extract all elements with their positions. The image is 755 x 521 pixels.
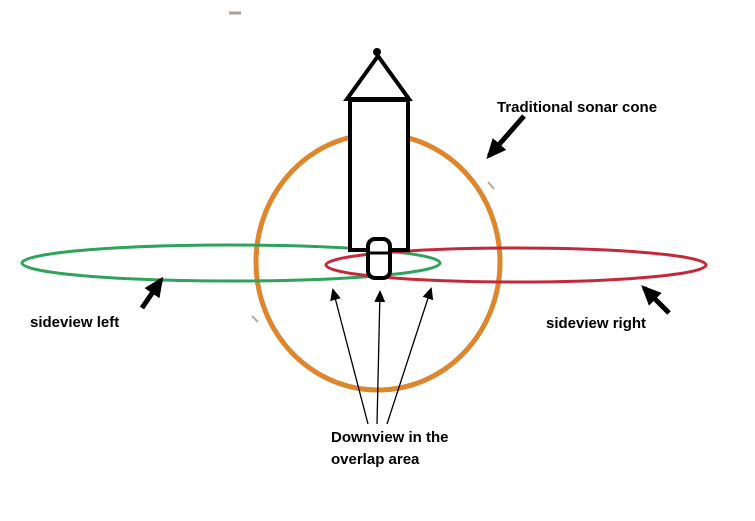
sideview-left-label: sideview left	[30, 314, 120, 331]
circle-tick-upper-right	[487, 181, 495, 190]
downview-arrow-right	[386, 287, 434, 425]
sideview-left-arrow	[139, 276, 164, 310]
downview-arrow-middle	[374, 290, 386, 425]
boat-hull	[348, 98, 410, 252]
transducer	[366, 237, 392, 280]
sideview-left-ellipse	[20, 243, 442, 283]
sideview-right-label: sideview right	[546, 315, 647, 332]
downview-label-line2: overlap area	[331, 451, 420, 468]
boat-tip-dot	[373, 48, 381, 56]
downview-label: Downview in the overlap area	[331, 427, 491, 471]
sideview-right-ellipse	[324, 246, 708, 284]
sideview-right-arrow	[641, 285, 671, 315]
downview-arrow-left	[330, 288, 369, 425]
downview-label-line1: Downview in the	[331, 429, 449, 446]
sonar-cone-label: Traditional sonar cone	[497, 99, 658, 116]
circle-tick-lower-left	[251, 315, 259, 323]
boat-bow-triangle	[343, 52, 413, 101]
sonar-cone-arrow	[486, 114, 526, 160]
